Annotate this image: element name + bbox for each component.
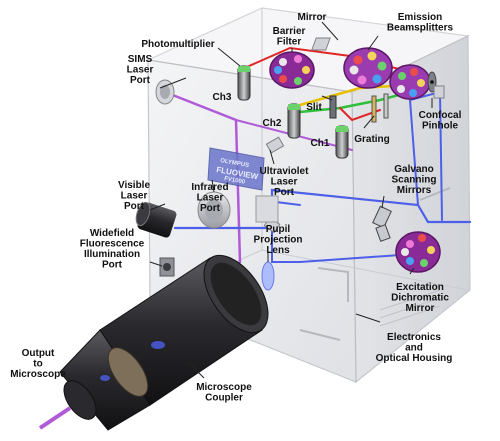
- pupil-projection-lens-label-line: Projection: [254, 235, 303, 246]
- emission-beam-yellow: [298, 83, 412, 107]
- emission-beamsplitter-wheel-2: [389, 64, 431, 100]
- grating-label-line: Grating: [354, 134, 390, 145]
- side-mirror: [433, 85, 445, 99]
- emission-beamsplitters-label-line: Beamsplitters: [387, 23, 454, 34]
- sims-laser-port: [155, 79, 175, 105]
- ultraviolet-laser-port: [255, 195, 279, 223]
- ultraviolet-laser-port-label-line: Ultraviolet: [260, 166, 310, 177]
- galvano-scanning-mirrors-label-line: Galvano: [394, 164, 433, 175]
- port-mirror-1: [265, 136, 285, 154]
- ultraviolet-laser-port-label-line: Laser: [271, 177, 298, 188]
- microscope-coupler: [38, 254, 269, 431]
- microscope-coupler-label-line: Coupler: [205, 393, 243, 404]
- ch1-label-line: Ch1: [311, 138, 330, 149]
- laser-paths: [78, 46, 472, 397]
- mirror-label: Mirror: [298, 12, 327, 23]
- visible-laser-port: [135, 201, 177, 238]
- visible-laser-port-label-line: Visible: [118, 180, 150, 191]
- slit-label: Slit: [306, 102, 322, 113]
- confocal-pinhole-label-line: Confocal: [419, 110, 462, 121]
- electronics-housing-label-line: Electronics: [387, 332, 441, 343]
- excitation-beam: [173, 188, 472, 230]
- photomultiplier-label-line: Photomultiplier: [141, 39, 214, 50]
- excitation-dichromatic-mirror-label-line: Excitation: [396, 282, 444, 293]
- excitation-dichromatic-mirror-label-line: Dichromatic: [391, 293, 449, 304]
- leader-lines: [149, 21, 433, 379]
- electronics-housing-label-line: and: [405, 343, 423, 354]
- excitation-dichromatic-wheel: [395, 231, 441, 273]
- microscope-coupler-label-line: Microscope: [196, 382, 252, 393]
- output-to-microscope-label-line: Output: [22, 348, 55, 359]
- panel-line-3: FV1000: [224, 176, 246, 186]
- photomultiplier-label: Photomultiplier: [141, 39, 214, 50]
- pupil-projection-lens-label-line: Pupil: [266, 224, 291, 235]
- infrared-laser-port-label-line: Laser: [197, 193, 224, 204]
- grating: [371, 95, 377, 123]
- galvano-scanning-mirrors: [372, 205, 392, 242]
- emission-beam-green: [298, 90, 412, 114]
- ch1-label: Ch1: [311, 138, 330, 149]
- mirror-label-line: Mirror: [298, 12, 327, 23]
- ch3-label-line: Ch3: [213, 92, 232, 103]
- output-to-microscope-label-line: Microscope: [10, 369, 66, 380]
- slit-label-line: Slit: [306, 102, 322, 113]
- widefield-port-label-line: Illumination: [84, 249, 140, 260]
- excitation-dichromatic-mirror-label-line: Mirror: [406, 303, 435, 314]
- infrared-laser-port: [197, 191, 231, 229]
- housing-vents: [379, 289, 441, 327]
- sims-laser-port-label-line: SIMS: [128, 54, 153, 65]
- sims-laser-port-label-line: Port: [130, 75, 151, 86]
- visible-laser-port-label-line: Laser: [121, 191, 148, 202]
- brand-panel: OLYMPUS FLUOVIEW FV1000: [207, 147, 265, 191]
- photomultiplier-ch2: [287, 103, 301, 139]
- emission-beamsplitter-wheel-1: [343, 47, 393, 89]
- widefield-port-label-line: Port: [102, 260, 123, 271]
- barrier-filter-wheel: [269, 51, 315, 89]
- confocal-pinhole-label-line: Pinhole: [422, 121, 459, 132]
- pupil-projection-lens: [261, 261, 275, 291]
- pupil-projection-lens-label-line: Lens: [266, 245, 290, 256]
- visible-laser-port-label-line: Port: [124, 201, 145, 212]
- ch3-label: Ch3: [213, 92, 232, 103]
- panel-line-1: OLYMPUS: [220, 158, 250, 169]
- grating-label: Grating: [354, 134, 390, 145]
- widefield-port-label-line: Widefield: [90, 228, 134, 239]
- sims-laser-port-label-line: Laser: [127, 65, 154, 76]
- galvano-scanning-mirrors-label-line: Mirrors: [397, 185, 432, 196]
- electronics-housing-label-line: Optical Housing: [376, 353, 453, 364]
- infrared-laser-port-label-line: Port: [200, 203, 221, 214]
- ultraviolet-laser-port-label-line: Port: [274, 187, 295, 198]
- ch2-label: Ch2: [263, 118, 282, 129]
- ch2-label-line: Ch2: [263, 118, 282, 129]
- photomultiplier-ch1: [335, 125, 349, 159]
- photomultiplier-ch3: [237, 65, 251, 101]
- emission-beamsplitters-label-line: Emission: [398, 12, 442, 23]
- widefield-illumination-port: [159, 257, 175, 277]
- infrared-laser-port-label-line: Infrared: [191, 182, 228, 193]
- widefield-port-label-line: Fluorescence: [80, 239, 145, 250]
- barrier-filter-label-line: Filter: [277, 37, 302, 48]
- top-mirror: [311, 37, 331, 51]
- slit: [329, 95, 337, 119]
- output-to-microscope-label-line: to: [33, 359, 42, 370]
- barrier-filter-label-line: Barrier: [273, 26, 306, 37]
- galvano-scanning-mirrors-label-line: Scanning: [391, 175, 436, 186]
